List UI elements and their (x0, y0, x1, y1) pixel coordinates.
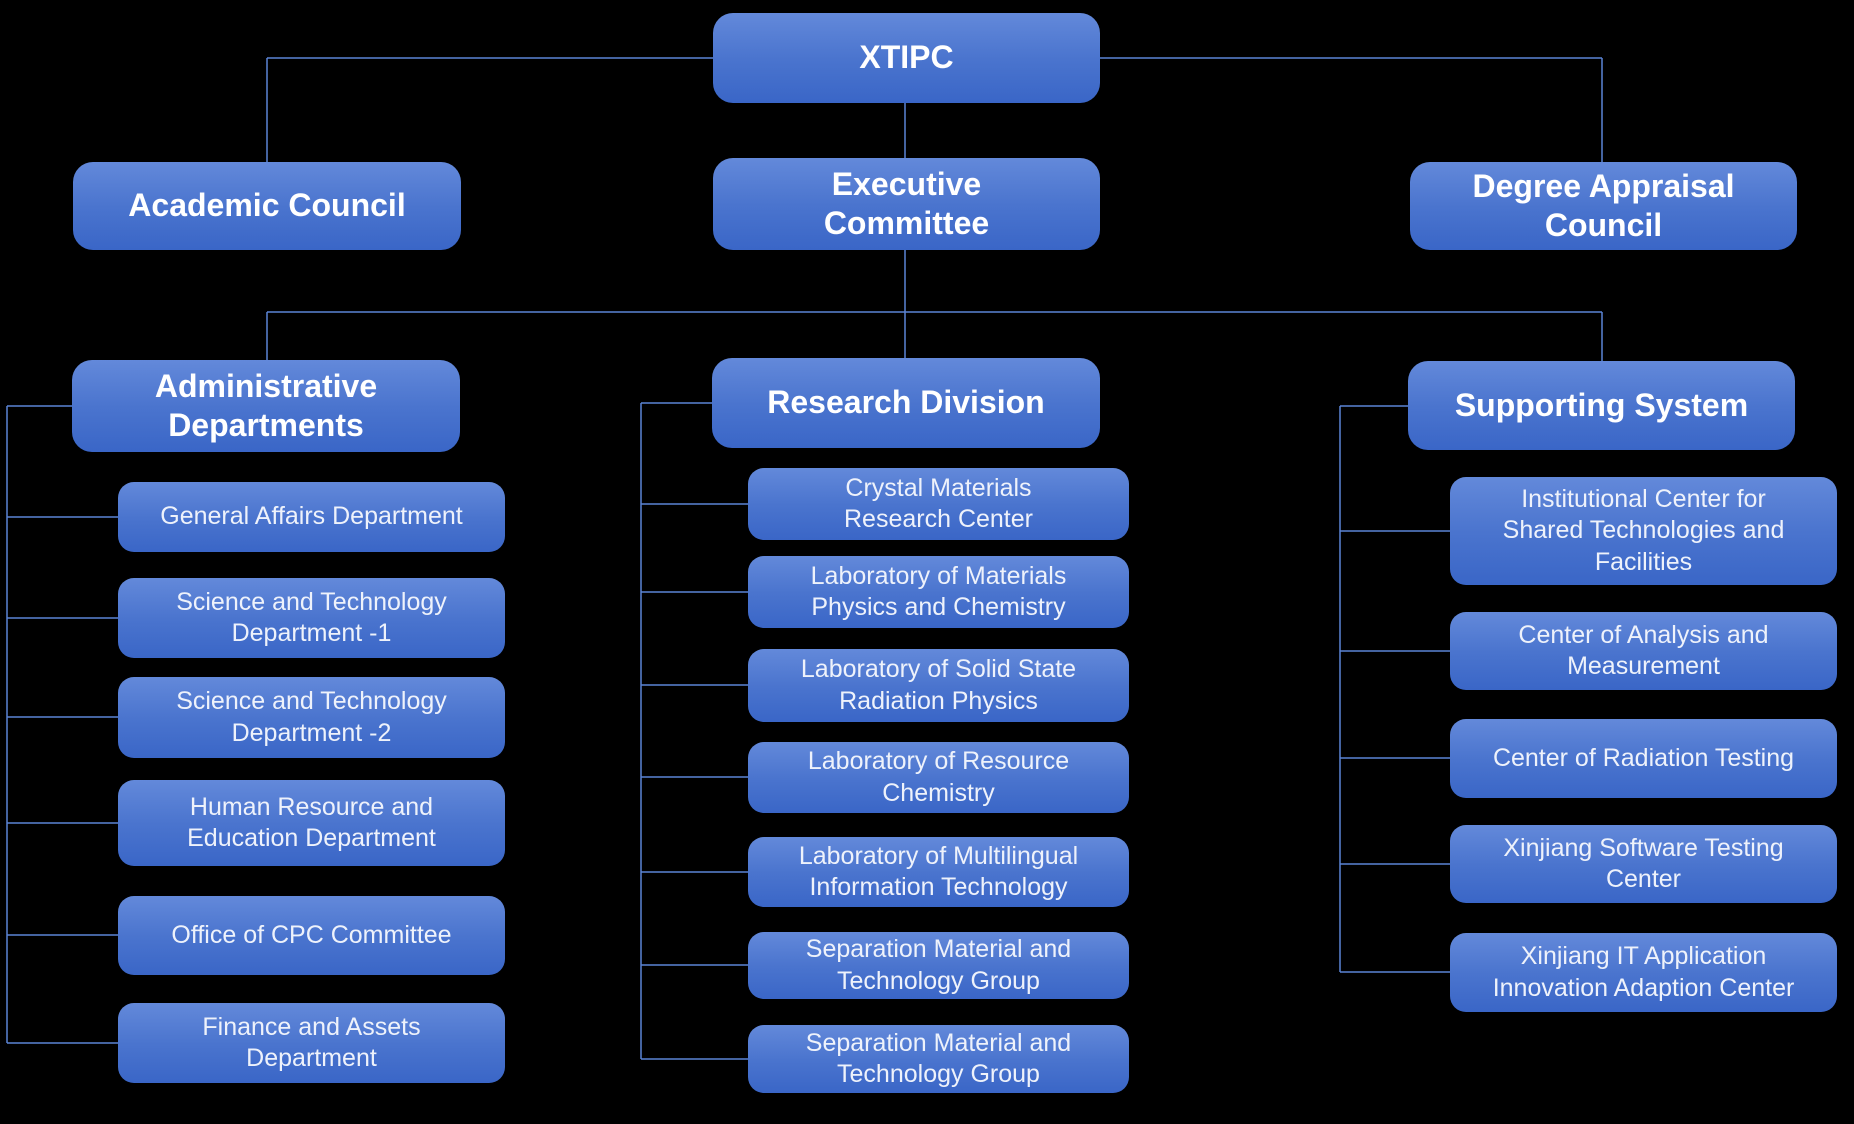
node-xinjiang-software-testing-center: Xinjiang Software Testing Center (1450, 825, 1837, 903)
node-degree-appraisal-council: Degree Appraisal Council (1410, 162, 1797, 250)
node-general-affairs-department: General Affairs Department (118, 482, 505, 552)
node-crystal-materials-research-center: Crystal Materials Research Center (748, 468, 1129, 540)
connectors-supporting-branch (1339, 405, 1450, 973)
node-center-analysis-measurement: Center of Analysis and Measurement (1450, 612, 1837, 690)
node-laboratory-solid-state-radiation-physics: Laboratory of Solid State Radiation Phys… (748, 649, 1129, 722)
node-center-radiation-testing: Center of Radiation Testing (1450, 719, 1837, 798)
node-finance-and-assets-department: Finance and Assets Department (118, 1003, 505, 1083)
node-laboratory-materials-physics-chemistry: Laboratory of Materials Physics and Chem… (748, 556, 1129, 628)
node-science-technology-department-1: Science and Technology Department -1 (118, 578, 505, 658)
node-research-division: Research Division (712, 358, 1100, 448)
node-science-technology-department-2: Science and Technology Department -2 (118, 677, 505, 758)
node-administrative-departments: Administrative Departments (72, 360, 460, 452)
node-executive-committee: Executive Committee (713, 158, 1100, 250)
connectors-research-branch (640, 402, 748, 1060)
node-xtipc: XTIPC (713, 13, 1100, 103)
connectors-admin-branch (6, 405, 118, 1044)
node-separation-material-technology-group-2: Separation Material and Technology Group (748, 1025, 1129, 1093)
node-xinjiang-it-application-innovation-adaption-center: Xinjiang IT Application Innovation Adapt… (1450, 933, 1837, 1012)
node-supporting-system: Supporting System (1408, 361, 1795, 450)
connectors-level2 (266, 250, 1603, 361)
connectors-level1 (266, 57, 1603, 162)
node-human-resource-education-department: Human Resource and Education Department (118, 780, 505, 866)
node-academic-council: Academic Council (73, 162, 461, 250)
node-separation-material-technology-group-1: Separation Material and Technology Group (748, 932, 1129, 999)
node-office-of-cpc-committee: Office of CPC Committee (118, 896, 505, 975)
node-institutional-center-shared-technologies: Institutional Center for Shared Technolo… (1450, 477, 1837, 585)
node-laboratory-resource-chemistry: Laboratory of Resource Chemistry (748, 742, 1129, 813)
node-laboratory-multilingual-information-technology: Laboratory of Multilingual Information T… (748, 837, 1129, 907)
